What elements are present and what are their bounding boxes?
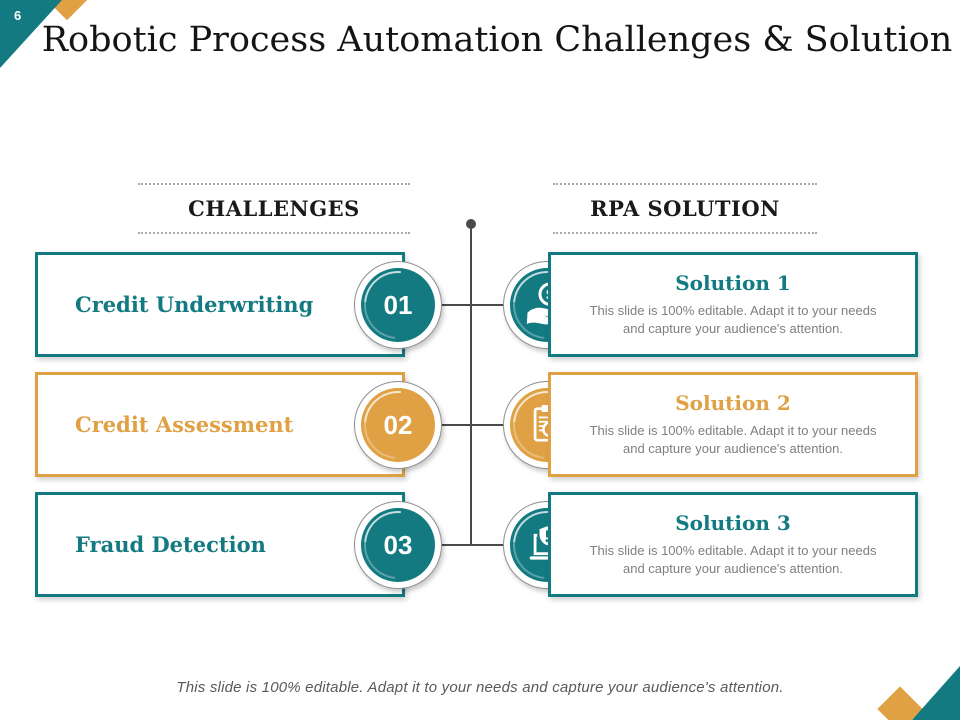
number-circle-2: 02	[354, 381, 442, 469]
number-3: 03	[383, 529, 413, 560]
solution-body-1: This slide is 100% editable. Adapt it to…	[589, 303, 877, 336]
connector-line-row2	[438, 424, 508, 426]
solution-box-3: Solution 3 This slide is 100% editable. …	[548, 492, 918, 597]
solution-body-2: This slide is 100% editable. Adapt it to…	[589, 423, 877, 456]
solution-title-2: Solution 2	[675, 391, 791, 416]
challenge-label-3: Fraud Detection	[75, 532, 266, 557]
challenges-header: CHALLENGES	[138, 183, 410, 234]
challenge-label-2: Credit Assessment	[75, 412, 294, 437]
rpa-solution-header: RPA SOLUTION	[553, 183, 817, 234]
solution-box-2: Solution 2 This slide is 100% editable. …	[548, 372, 918, 477]
challenge-box-2: Credit Assessment	[35, 372, 405, 477]
challenge-box-3: Fraud Detection	[35, 492, 405, 597]
page-number: 6	[14, 8, 22, 23]
challenge-label-1: Credit Underwriting	[75, 292, 314, 317]
connector-line-row1	[438, 304, 508, 306]
solution-body-3: This slide is 100% editable. Adapt it to…	[589, 543, 877, 576]
footer-note: This slide is 100% editable. Adapt it to…	[176, 679, 784, 696]
number-circle-3: 03	[354, 501, 442, 589]
connector-dot	[466, 219, 476, 229]
number-1: 01	[383, 289, 413, 320]
solution-box-1: Solution 1 This slide is 100% editable. …	[548, 252, 918, 357]
page-title: Robotic Process Automation Challenges & …	[41, 20, 953, 60]
solution-title-1: Solution 1	[675, 271, 791, 296]
number-2: 02	[383, 409, 413, 440]
connector-line-row3	[438, 544, 508, 546]
connector-vertical-line	[470, 228, 472, 545]
number-circle-1: 01	[354, 261, 442, 349]
challenge-box-1: Credit Underwriting	[35, 252, 405, 357]
solution-title-3: Solution 3	[675, 511, 791, 536]
